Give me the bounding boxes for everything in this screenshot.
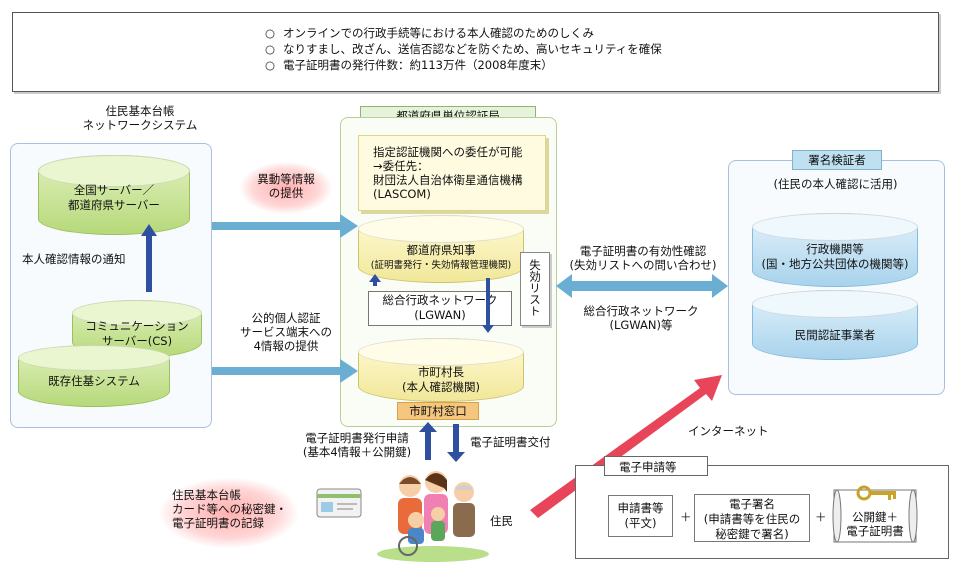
- id-card-icon: [316, 488, 362, 518]
- digital-signature-box: 電子署名(申請書等を住民の秘密鍵で署名): [694, 494, 810, 542]
- internet-label: インターネット: [688, 424, 769, 438]
- revocation-list-doc: 失効リスト: [520, 252, 550, 326]
- overview-line: ○電子証明書の発行件数：約113万件（2008年度末）: [265, 58, 553, 72]
- national-server-db: 全国サーバー／都道府県サーバー: [38, 155, 190, 235]
- validity-label: 電子証明書の有効性確認(失効リストへの問い合わせ): [569, 244, 717, 272]
- public-key-cert-label: 公開鍵＋電子証明書: [846, 510, 904, 538]
- card-note: 住民基本台帳カード等への秘密鍵・電子証明書の記録: [172, 488, 287, 530]
- delegation-note: 指定認証機関への委任が可能 →委任先： 財団法人自治体衛星通信機構 (LASCO…: [358, 135, 546, 211]
- family-icon: [377, 471, 489, 562]
- arrow-apply: [419, 422, 437, 460]
- idou-label: 異動等情報の提供: [257, 172, 315, 200]
- plus-sign: ＋: [680, 510, 692, 524]
- card-highlight: [160, 478, 298, 548]
- juki-title: 住民基本台帳ネットワークシステム: [82, 104, 198, 132]
- deliver-label: 電子証明書交付: [470, 435, 551, 449]
- notice-label: 本人確認情報の通知: [22, 252, 126, 266]
- lgwan-label: 総合行政ネットワーク(LGWAN)等: [583, 304, 699, 332]
- mayor-db: 市町村長(本人確認機関): [358, 338, 524, 402]
- arrow-lgwan-up: [369, 274, 381, 286]
- arrow-notice: [141, 224, 157, 292]
- verifier-subtitle: (住民の本人確認に活用): [773, 177, 898, 191]
- plaintext-doc: 申請書等(平文): [608, 495, 673, 537]
- arrow-validity: [556, 274, 728, 298]
- arrow-lgwan-down: [482, 278, 494, 333]
- private-ca-db: 民間認証事業者: [752, 290, 918, 360]
- overview-note: ○オンラインでの行政手続等における本人確認のためのしくみ ○なりすまし、改ざん、…: [12, 12, 939, 92]
- arrow-deliver: [447, 424, 465, 462]
- municipal-window: 市町村窓口: [397, 402, 479, 420]
- resident-label: 住民: [490, 514, 513, 528]
- arrow-idou: [212, 214, 358, 238]
- governor-db: 都道府県知事(証明書発行・失効情報管理機関): [358, 215, 524, 283]
- gov-agency-db: 行政機関等(国・地方公共団体の機関等): [752, 213, 918, 287]
- e-app-title: 電子申請等: [604, 456, 708, 476]
- apply-label: 電子証明書発行申請(基本4情報＋公開鍵): [302, 431, 412, 459]
- arrow-koteki: [212, 359, 358, 383]
- plus-sign: ＋: [815, 510, 827, 524]
- overview-line: ○なりすまし、改ざん、送信否認などを防ぐため、高いセキュリティを確保: [265, 42, 662, 56]
- idou-highlight: [240, 162, 332, 214]
- overview-line: ○オンラインでの行政手続等における本人確認のためのしくみ: [265, 26, 594, 40]
- existing-system-db: 既存住基システム: [18, 345, 170, 407]
- verifier-title: 署名検証者: [792, 150, 882, 170]
- key-icon: [856, 485, 896, 501]
- scroll-doc-icon: [832, 489, 918, 543]
